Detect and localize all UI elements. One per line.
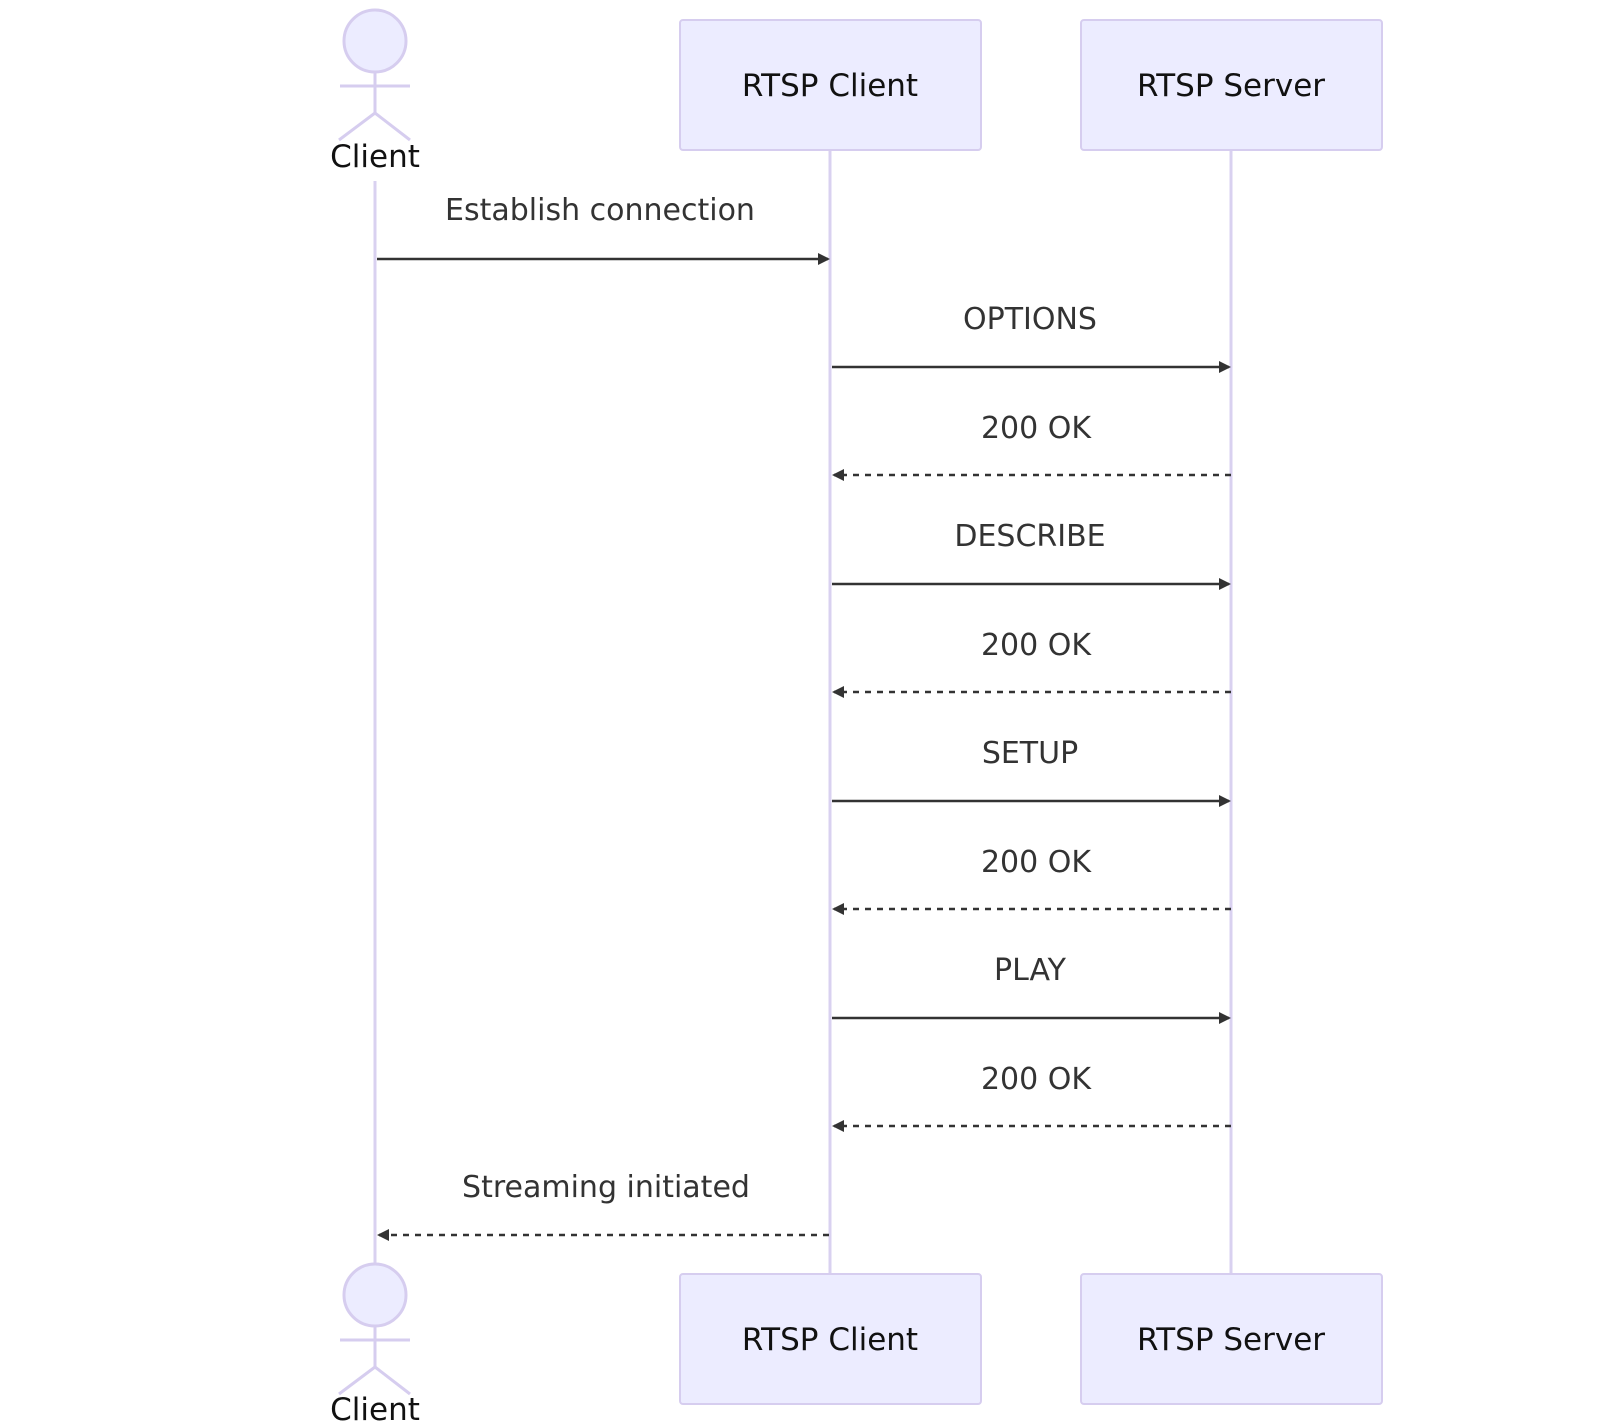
message-label: SETUP	[982, 736, 1078, 771]
message-3: 200 OK	[832, 411, 1231, 481]
actor-head-icon	[342, 8, 408, 74]
message-8: PLAY	[832, 953, 1231, 1024]
message-label: 200 OK	[981, 411, 1092, 446]
message-6: SETUP	[832, 736, 1231, 807]
message-label: PLAY	[994, 953, 1067, 988]
message-label: DESCRIBE	[954, 519, 1105, 554]
participant-rtsp-server-top: RTSP Server	[1080, 19, 1383, 151]
message-9: 200 OK	[832, 1062, 1231, 1132]
participant-label-rtsp-client-bottom: RTSP Client	[742, 1322, 918, 1358]
participant-rtsp-client-bottom: RTSP Client	[679, 1273, 982, 1405]
message-5: 200 OK	[832, 628, 1231, 698]
message-label: 200 OK	[981, 1062, 1092, 1097]
actor-client-top: Client	[330, 8, 420, 175]
actor-head-icon	[342, 1262, 408, 1328]
participant-label-rtsp-server-bottom: RTSP Server	[1137, 1322, 1325, 1358]
actor-label-client-top: Client	[330, 139, 420, 175]
message-10: Streaming initiated	[377, 1170, 829, 1241]
message-label: 200 OK	[981, 628, 1092, 663]
message-4: DESCRIBE	[832, 519, 1231, 590]
message-label: Streaming initiated	[462, 1170, 750, 1205]
participant-rtsp-client-top: RTSP Client	[679, 19, 982, 151]
message-7: 200 OK	[832, 845, 1231, 915]
message-label: OPTIONS	[963, 302, 1097, 337]
message-label: 200 OK	[981, 845, 1092, 880]
actor-client-bottom: Client	[330, 1262, 420, 1422]
participant-label-rtsp-server-top: RTSP Server	[1137, 68, 1325, 104]
message-1: Establish connection	[377, 193, 830, 265]
participant-label-rtsp-client-top: RTSP Client	[742, 68, 918, 104]
message-label: Establish connection	[445, 193, 755, 228]
actor-label-client-bottom: Client	[330, 1392, 420, 1422]
participant-rtsp-server-bottom: RTSP Server	[1080, 1273, 1383, 1405]
message-2: OPTIONS	[832, 302, 1231, 373]
